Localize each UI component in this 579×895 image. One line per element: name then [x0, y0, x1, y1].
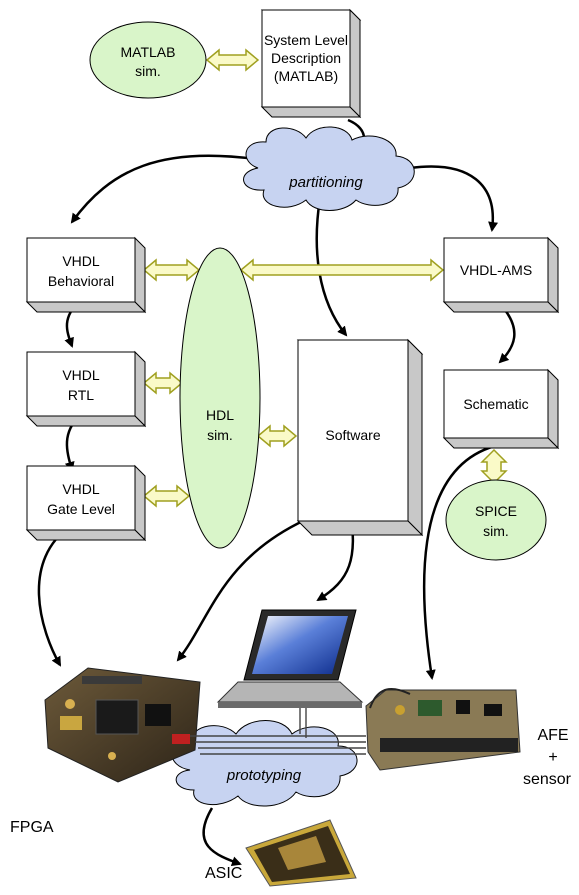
vhdl-rtl-line1: VHDL: [62, 367, 100, 383]
connector-hdl-ams: [239, 258, 445, 282]
asic-label: ASIC: [205, 865, 242, 882]
box-system-level: System Level Description (MATLAB): [260, 8, 362, 119]
system-level-line1: System Level: [264, 32, 348, 48]
box-vhdl-gate-level: VHDL Gate Level: [25, 464, 147, 542]
vhdl-behavioral-line2: Behavioral: [48, 273, 114, 289]
spice-sim-line1: SPICE: [475, 503, 517, 519]
connector-rtl-hdl: [142, 371, 184, 395]
box-vhdl-behavioral: VHDL Behavioral: [25, 236, 147, 314]
fpga-label: FPGA: [10, 819, 54, 836]
connector-behavioral-hdl: [142, 258, 201, 282]
vhdl-gate-line2: Gate Level: [47, 501, 115, 517]
fpga-board-image: FPGA: [10, 667, 201, 836]
connector-gate-hdl: [142, 484, 191, 508]
box-software: Software: [296, 338, 424, 537]
cloud-partitioning: partitioning: [243, 126, 415, 211]
afe-sensor-board-image: AFE + sensor: [365, 688, 572, 788]
afe-line2: +: [548, 749, 557, 766]
box-vhdl-rtl: VHDL RTL: [25, 350, 147, 428]
arrow-gate-to-fpga: [37, 523, 73, 667]
ellipse-hdl-sim: HDL sim.: [179, 247, 261, 549]
spice-sim-line2: sim.: [483, 523, 509, 539]
arrow-ams-to-schematic: [498, 309, 516, 364]
vhdl-behavioral-line1: VHDL: [62, 253, 100, 269]
ellipse-matlab-sim: MATLAB sim.: [89, 21, 207, 99]
box-vhdl-ams: VHDL-AMS: [442, 236, 560, 314]
asic-chip-image: ASIC: [205, 819, 357, 887]
arrow-partitioning-to-behavioral: [70, 154, 263, 224]
laptop-image: [216, 609, 364, 708]
software-label: Software: [325, 427, 380, 443]
vhdl-ams-label: VHDL-AMS: [460, 262, 532, 278]
arrow-software-to-fpga: [176, 518, 306, 662]
arrow-schematic-to-afe: [422, 444, 496, 680]
system-level-line2: Description: [271, 50, 341, 66]
connector-matlab-system: [205, 48, 260, 72]
afe-line1: AFE: [537, 727, 568, 744]
vhdl-gate-line1: VHDL: [62, 481, 100, 497]
ellipse-spice-sim: SPICE sim.: [445, 479, 547, 561]
afe-line3: sensor: [523, 771, 572, 788]
matlab-sim-line2: sim.: [135, 63, 161, 79]
partitioning-label: partitioning: [288, 174, 363, 191]
prototyping-label: prototyping: [226, 767, 302, 784]
schematic-label: Schematic: [463, 396, 528, 412]
connector-hdl-software: [256, 424, 298, 448]
hdl-sim-line2: sim.: [207, 427, 233, 443]
cloud-prototyping: prototyping: [171, 720, 358, 807]
arrow-partitioning-to-ams: [409, 165, 499, 232]
bidirectional-connectors: [142, 48, 508, 508]
hdl-sim-line1: HDL: [206, 407, 234, 423]
interconnect-cables: [190, 708, 366, 755]
box-schematic: Schematic: [442, 368, 560, 450]
system-level-line3: (MATLAB): [274, 68, 338, 84]
connector-schematic-spice: [480, 448, 508, 485]
matlab-sim-line1: MATLAB: [121, 44, 176, 60]
vhdl-rtl-line2: RTL: [68, 387, 94, 403]
arrow-prototyping-to-asic: [202, 807, 242, 866]
